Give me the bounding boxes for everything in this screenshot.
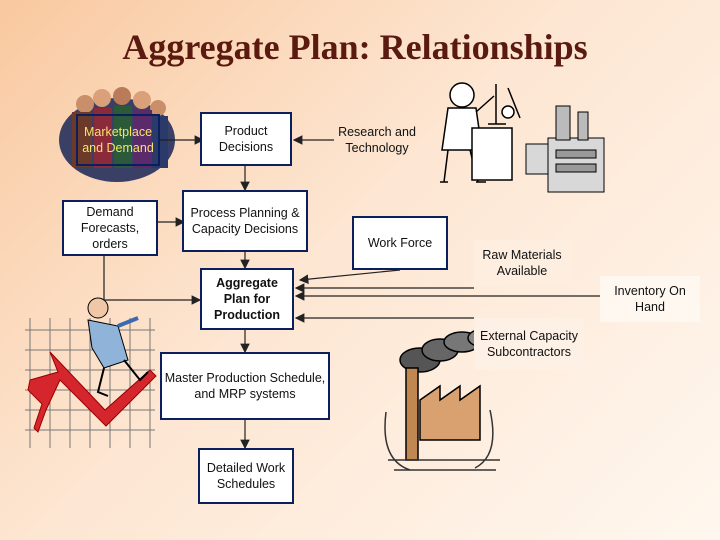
node-product-decisions: Product Decisions: [200, 112, 292, 166]
scientist-clipart-icon: [440, 82, 521, 183]
node-mps-label: Master Production Schedule, and MRP syst…: [164, 371, 326, 401]
lab-equipment-icon: [525, 105, 605, 193]
node-research-and-technology: Research and Technology: [334, 124, 420, 156]
arrow-demand-to-aggregate: [103, 254, 202, 305]
node-mps: Master Production Schedule, and MRP syst…: [160, 352, 330, 420]
node-raw-materials: Raw Materials Available: [474, 240, 570, 286]
node-demand-forecasts: Demand Forecasts, orders: [62, 200, 158, 256]
node-product-decisions-label: Product Decisions: [218, 124, 274, 154]
page-title: Aggregate Plan: Relationships: [122, 27, 588, 67]
node-demand-forecasts-label: Demand Forecasts, orders: [80, 205, 140, 251]
node-aggregate-plan: Aggregate Plan for Production: [200, 268, 294, 330]
node-marketplace-label: Marketplace and Demand: [82, 125, 154, 155]
node-detailed-work-schedules: Detailed Work Schedules: [198, 448, 294, 504]
falling-chart-businessman-icon: [25, 297, 157, 448]
node-external-capacity-label: External Capacity Subcontractors: [480, 329, 578, 359]
node-work-force: Work Force: [352, 216, 448, 270]
node-aggregate-plan-label: Aggregate Plan for Production: [214, 276, 280, 322]
node-inventory-on-hand: Inventory On Hand: [600, 276, 700, 322]
node-work-force-label: Work Force: [367, 236, 433, 250]
node-raw-materials-label: Raw Materials Available: [482, 248, 562, 278]
node-marketplace-and-demand: Marketplace and Demand: [76, 114, 160, 166]
arrow-workforce-to-aggregate: [298, 269, 401, 284]
node-process-planning: Process Planning & Capacity Decisions: [182, 190, 308, 252]
node-process-planning-label: Process Planning & Capacity Decisions: [190, 206, 300, 236]
node-detailed-label: Detailed Work Schedules: [206, 461, 286, 491]
node-external-capacity: External Capacity Subcontractors: [474, 318, 584, 370]
factory-clipart-icon: [384, 328, 501, 471]
node-inventory-label: Inventory On Hand: [614, 284, 686, 314]
node-research-label: Research and Technology: [338, 125, 416, 155]
